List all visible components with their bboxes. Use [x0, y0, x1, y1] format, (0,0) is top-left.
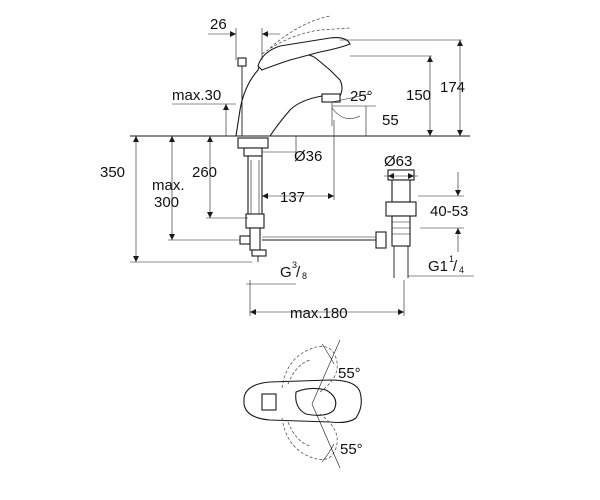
dim-g114-label: G1 1 / 4 [428, 254, 464, 275]
dim-max30-label: max.30 [172, 87, 221, 104]
dim-40-53-label: 40-53 [430, 203, 468, 220]
dim-max300-label-line1: max. [152, 177, 185, 194]
dim-g114-denominator: 4 [459, 265, 464, 275]
dim-260-label: 260 [192, 164, 217, 181]
dim-55deg-top-label: 55° [338, 365, 361, 382]
dim-d63-label: Ø63 [384, 153, 412, 170]
dim-174-label: 174 [440, 79, 465, 96]
dim-g38-numerator: 3 [292, 260, 297, 270]
dim-55deg-bottom-label: 55° [340, 441, 363, 458]
dimension-lines [130, 28, 474, 316]
dim-g38-base: G [280, 264, 292, 281]
dim-max300-label-line2: 300 [154, 194, 179, 211]
faucet-plan-view [243, 339, 362, 469]
dim-26-label: 26 [210, 16, 227, 33]
dim-150-label: 150 [406, 87, 431, 104]
faucet-elevation [130, 15, 470, 137]
mounting-hardware [237, 137, 269, 262]
dim-d36-label: Ø36 [294, 148, 322, 165]
dim-max180-label: max.180 [290, 305, 348, 322]
dim-g38-denominator: 8 [302, 271, 307, 281]
dim-350-label: 350 [100, 164, 125, 181]
dim-g38-label: G 3 / 8 [280, 260, 307, 281]
dim-g114-slash: / [453, 258, 458, 275]
dim-g38-slash: / [296, 264, 301, 281]
dim-137-label: 137 [280, 189, 305, 206]
dim-25deg-label: 25° [350, 88, 373, 105]
drain-assembly [262, 169, 417, 278]
dim-55-label: 55 [382, 112, 399, 129]
dim-g114-base: G1 [428, 258, 448, 275]
dim-g114-numerator: 1 [449, 254, 454, 264]
